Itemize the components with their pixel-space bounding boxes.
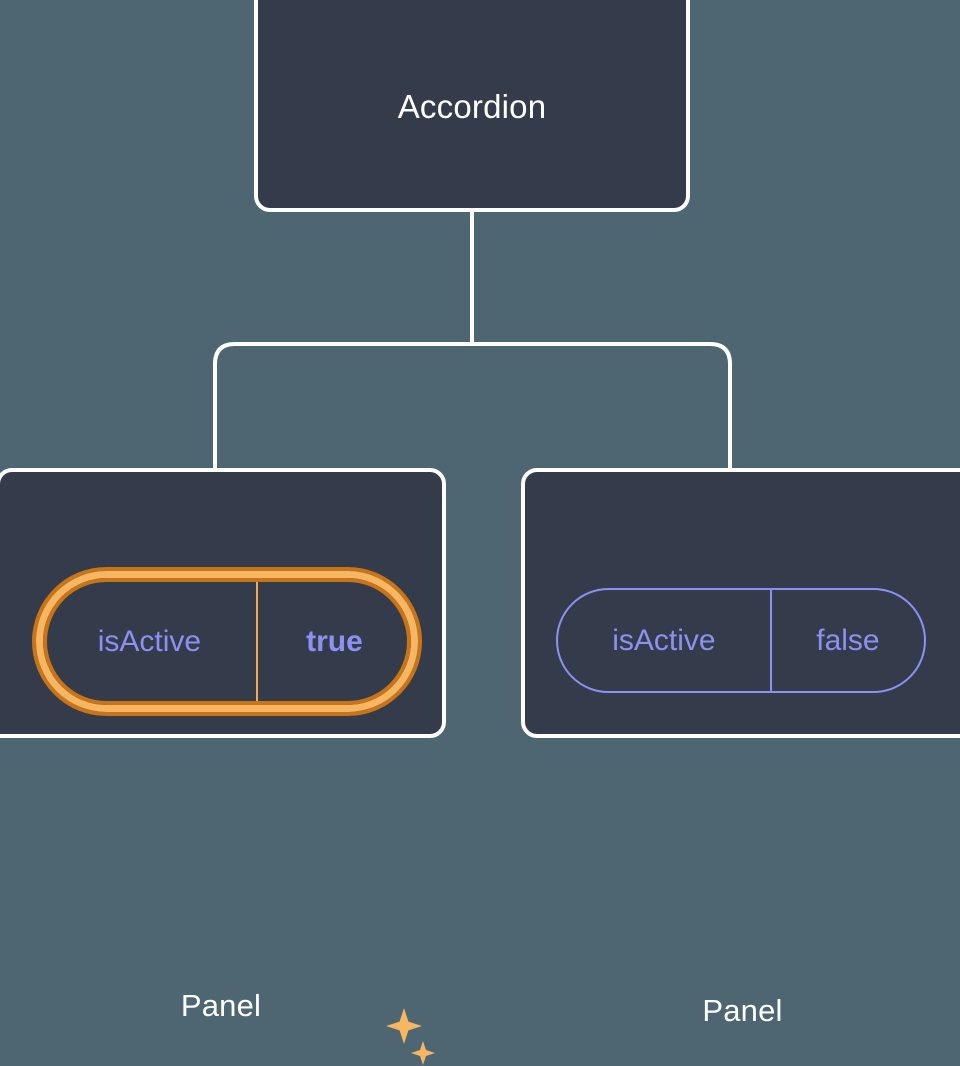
node-panel-inactive-label: Panel <box>702 993 783 1028</box>
prop-value: false <box>816 623 880 657</box>
node-accordion[interactable]: Accordion <box>254 0 690 212</box>
prop-value: true <box>306 624 363 658</box>
prop-name: isActive <box>612 623 716 657</box>
prop-divider <box>255 578 258 705</box>
prop-divider <box>769 590 772 691</box>
edge-to-panel-left <box>213 342 472 470</box>
sparkle-small-icon <box>411 1041 435 1065</box>
prop-pill-isactive-false[interactable]: isActive false <box>556 588 926 693</box>
prop-name: isActive <box>97 624 202 658</box>
node-panel-active-label: Panel <box>180 988 262 1023</box>
edge-to-panel-right <box>472 342 732 470</box>
prop-pill-isactive-true[interactable]: isActive true <box>36 571 418 712</box>
node-accordion-label: Accordion <box>397 88 547 125</box>
